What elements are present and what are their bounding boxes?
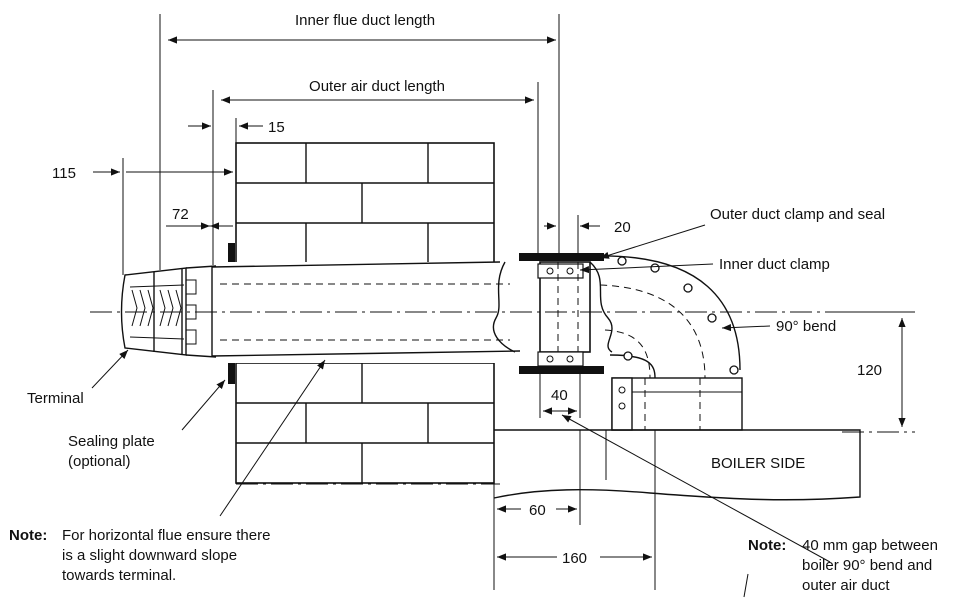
dim-15: 15	[268, 119, 285, 136]
label-boiler-side: BOILER SIDE	[711, 455, 805, 472]
note-left-line-2: is a slight downward slope	[62, 547, 237, 564]
dim-20: 20	[614, 219, 631, 236]
bend	[599, 255, 743, 431]
note-right-label: Note:	[748, 537, 786, 554]
dim-115: 115	[52, 165, 76, 182]
wall-upper	[235, 142, 495, 264]
dim-120: 120	[857, 362, 882, 379]
note-40mm-gap: Note: 40 mm gap between boiler 90° bend …	[748, 537, 938, 594]
note-left-line-3: towards terminal.	[62, 567, 176, 584]
note-right-line-1: 40 mm gap between	[802, 537, 938, 554]
dim-160: 160	[562, 550, 587, 567]
note-horizontal-flue: Note: For horizontal flue ensure there i…	[9, 527, 270, 584]
label-sealing-plate: Sealing plate	[68, 433, 155, 450]
label-inner-duct-clamp: Inner duct clamp	[719, 256, 830, 273]
dim-72: 72	[172, 206, 189, 223]
note-right-line-3: outer air duct	[802, 577, 890, 594]
dim-40: 40	[551, 387, 568, 404]
label-terminal: Terminal	[27, 390, 84, 407]
label-inner-flue-duct-length: Inner flue duct length	[295, 12, 435, 29]
sealing-plate	[228, 243, 235, 384]
clamps	[519, 253, 604, 374]
dim-60: 60	[529, 502, 546, 519]
note-left-label: Note:	[9, 527, 47, 544]
note-right-line-2: boiler 90° bend and	[802, 557, 932, 574]
label-sealing-plate-optional: (optional)	[68, 453, 131, 470]
wall-lower	[235, 362, 495, 484]
note-left-line-1: For horizontal flue ensure there	[62, 527, 270, 544]
label-outer-air-duct-length: Outer air duct length	[309, 78, 445, 95]
label-outer-duct-clamp: Outer duct clamp and seal	[710, 206, 885, 223]
boiler	[236, 429, 861, 501]
label-90-bend: 90° bend	[776, 318, 836, 335]
